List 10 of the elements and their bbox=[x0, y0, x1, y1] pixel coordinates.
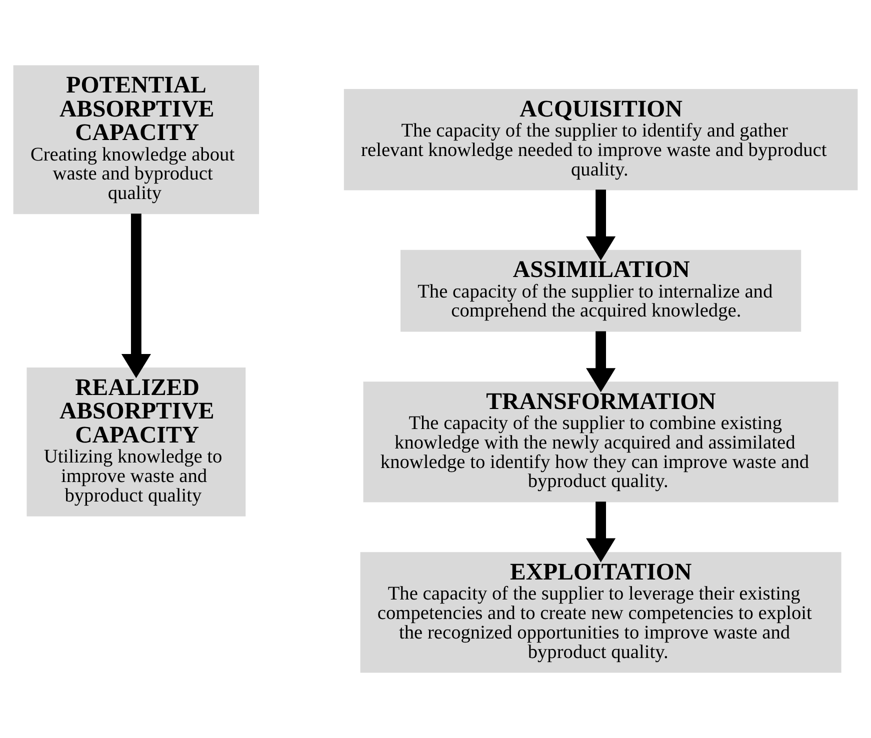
node-box: TRANSFORMATION The capacity of the supplier to combine existing knowledge with the newly acquired and assimilated knowledge to identify how they can improve waste and byproduct quality. bbox=[363, 382, 838, 502]
node-box: ACQUISITION The capacity of the supplier to identify and gather relevant knowledge needed to improve waste and byproduct quality. bbox=[344, 89, 858, 190]
arrow bbox=[586, 331, 616, 392]
arrow bbox=[121, 214, 151, 378]
node-box: EXPLOITATION The capacity of the supplier to leverage their existing competencies and to create new competencies to exploit the recognized opportunities to improve waste and byproduct quality. bbox=[360, 552, 842, 673]
node-box: REALIZED ABSORPTIVE CAPACITY Utilizing knowledge to improve waste and byproduct quality bbox=[26, 368, 246, 516]
arrow bbox=[586, 190, 616, 261]
node-box: POTENTIAL ABSORPTIVE CAPACITY Creating knowledge about waste and byproduct quality bbox=[13, 65, 260, 214]
node-box: ASSIMILATION The capacity of the supplier to internalize and comprehend the acquired knowledge. bbox=[400, 250, 802, 332]
arrow bbox=[586, 502, 616, 562]
